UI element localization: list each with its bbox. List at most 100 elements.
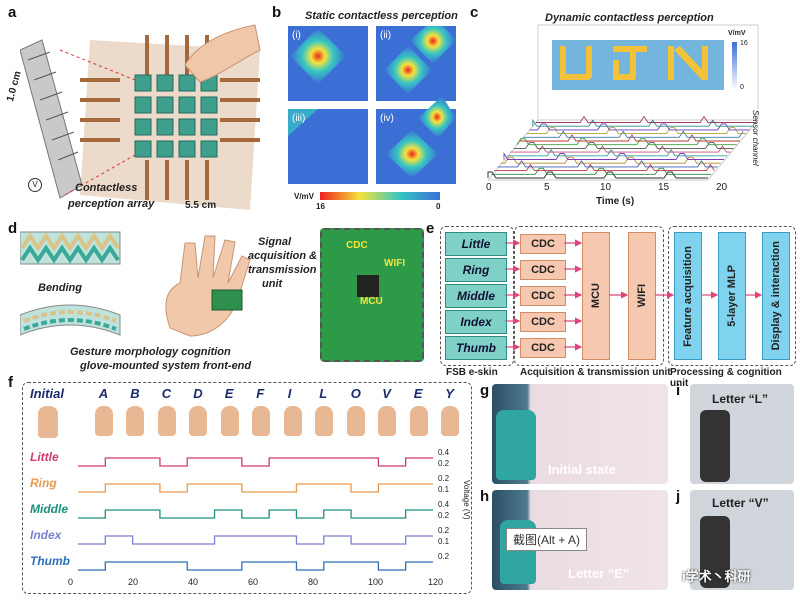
x-tick-label: 0 — [68, 577, 74, 587]
panel-c-xlabel: Time (s) — [596, 196, 635, 207]
panel-d-label: d — [8, 220, 18, 237]
panel-b-sub-ii: (ii) — [380, 30, 392, 41]
panel-c-label: c — [470, 4, 479, 21]
hand-gesture-icon — [38, 406, 58, 438]
panel-j-caption: Letter “V” — [712, 496, 769, 510]
panel-c-xtick-10: 10 — [600, 182, 612, 193]
sensor-trace — [516, 138, 737, 146]
cdc-box-5: CDC — [520, 338, 566, 358]
sensor-trace — [532, 118, 753, 127]
channel-label: Middle — [30, 502, 68, 516]
panel-g-robot-hand — [496, 410, 536, 480]
panel-b-colorbar-unit: V/mV — [294, 192, 315, 201]
hand-gesture-icon — [315, 406, 334, 436]
letter-label: L — [319, 386, 328, 401]
feature-box: Feature acquisition — [674, 232, 702, 360]
sensor-trace — [536, 115, 756, 123]
sensor-trace — [500, 156, 721, 164]
letter-label: I — [287, 386, 292, 401]
channel-trace — [78, 535, 433, 545]
x-tick-label: 80 — [308, 577, 319, 587]
x-tick-label: 20 — [128, 577, 139, 587]
hand-gesture-icon — [283, 406, 302, 436]
cdc-box-4: CDC — [520, 312, 566, 332]
sensor-trace — [523, 130, 744, 138]
display-box: Display & interaction — [762, 232, 790, 360]
y-tick-label: 0.1 — [438, 537, 450, 546]
sensor-trace — [520, 134, 740, 142]
letter-label: F — [256, 386, 265, 401]
y-tick-label: 0.2 — [438, 526, 450, 535]
channel-label: Thumb — [30, 554, 70, 568]
panel-e-caption-acq: Acquisition & transmission unit — [520, 367, 671, 378]
panel-h-label: h — [480, 488, 490, 505]
panel-d-signal-line4: unit — [262, 278, 283, 290]
mlp-box: 5-layer MLP — [718, 232, 746, 360]
letter-label: A — [98, 386, 109, 401]
letter-label: Y — [445, 386, 454, 401]
y-tick-label: 0.2 — [438, 459, 450, 468]
finger-box-index: Index — [445, 310, 507, 334]
y-tick-label: 0.2 — [438, 511, 450, 520]
panel-e-arrows — [505, 226, 795, 364]
panel-a-dim-55cm: 5.5 cm — [185, 200, 217, 211]
panel-f-frame — [22, 382, 472, 594]
panel-b-sub-i: (i) — [292, 30, 301, 41]
panel-c-title: Dynamic contactless perception — [545, 12, 714, 24]
hand-gesture-icon — [157, 406, 176, 436]
channel-trace — [78, 457, 433, 467]
sensor-trace — [513, 141, 734, 149]
panel-i-robot-hand — [700, 410, 730, 482]
sensor-trace — [494, 163, 715, 172]
panel-a-label: a — [8, 4, 17, 21]
panel-b-colorbar — [320, 192, 440, 200]
panel-a-caption-line2: perception array — [68, 198, 155, 210]
cdc-box-1: CDC — [520, 234, 566, 254]
panel-d-caption-line1: Gesture morphology cognition — [70, 346, 231, 358]
mcu-box: MCU — [582, 232, 610, 360]
watermark: i学术丶科研 — [682, 569, 751, 584]
channel-label: Ring — [30, 476, 57, 490]
panel-d-bending: Bending — [38, 282, 82, 294]
channel-trace — [78, 561, 433, 571]
letter-label: D — [193, 386, 203, 401]
hand-gesture-icon — [409, 406, 428, 436]
panel-g-label: g — [480, 382, 490, 399]
panel-d-skin-flat — [19, 228, 130, 268]
panel-h-overlay: 截图(Alt + A) — [506, 528, 588, 551]
hand-gesture-icon — [252, 406, 271, 436]
x-tick-label: 60 — [248, 577, 259, 587]
y-tick-label: 0.2 — [438, 474, 450, 483]
panel-c-colorbar-unit: V/mV — [728, 30, 746, 37]
sensor-trace — [491, 167, 712, 175]
panel-c-xtick-0: 0 — [486, 182, 492, 193]
channel-label: Index — [30, 528, 62, 542]
panel-c-zlabel: Sensor channel — [751, 110, 760, 166]
panel-d-signal-line3: transmission — [248, 264, 317, 276]
panel-d-skin-bent — [19, 295, 130, 341]
hand-gesture-icon — [378, 406, 397, 436]
panel-f-label: f — [8, 374, 13, 391]
panel-b-colorbar-max: 16 — [316, 202, 325, 211]
hand-gesture-icon — [346, 406, 365, 436]
letter-label: B — [130, 386, 140, 401]
y-tick-label: 0.4 — [438, 448, 450, 457]
sensor-trace — [526, 127, 747, 135]
finger-box-thumb: Thumb — [445, 336, 507, 360]
wifi-box: WIFI — [628, 232, 656, 360]
panel-e-label: e — [426, 220, 435, 237]
sensor-trace — [487, 171, 708, 179]
y-tick-label: 0.4 — [438, 500, 450, 509]
panel-b-label: b — [272, 4, 282, 21]
panel-b-title: Static contactless perception — [305, 10, 458, 22]
x-tick-label: 120 — [428, 577, 444, 587]
panel-c-xtick-5: 5 — [544, 182, 550, 193]
mcu-chip-icon — [357, 275, 379, 297]
sensor-trace — [507, 148, 728, 157]
letter-label: V — [382, 386, 391, 401]
panel-b-sub-iii: (iii) — [292, 113, 306, 124]
